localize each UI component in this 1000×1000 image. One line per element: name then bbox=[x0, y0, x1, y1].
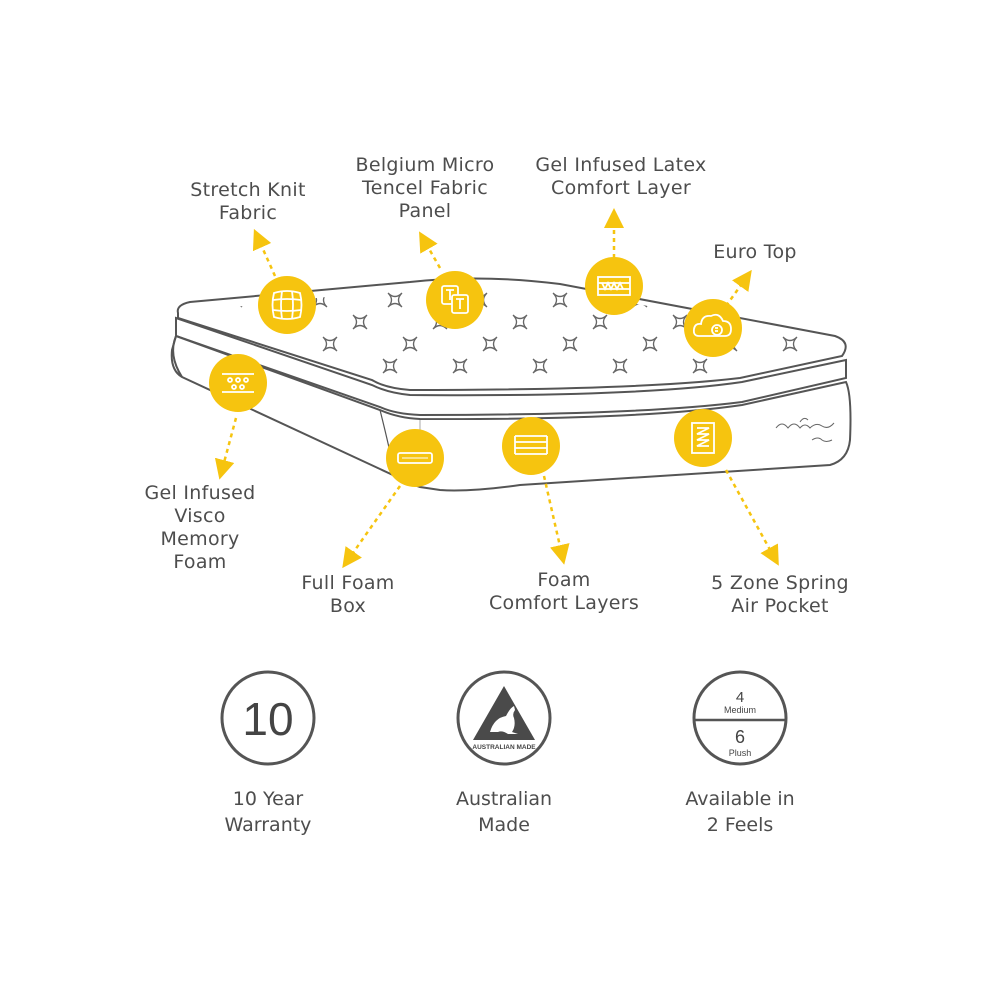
quilt-star-icon bbox=[592, 314, 608, 330]
quilt-star-icon bbox=[382, 358, 398, 374]
grid-fabric-icon bbox=[258, 276, 316, 334]
warranty-number: 10 bbox=[242, 693, 293, 745]
kangaroo-icon bbox=[490, 706, 518, 734]
quilt-star-icon bbox=[692, 358, 708, 374]
euro-cloud-icon bbox=[684, 299, 742, 357]
quilt-star-icon bbox=[532, 358, 548, 374]
spring-coil-icon bbox=[674, 409, 732, 467]
arrow-tencel bbox=[419, 231, 442, 269]
latex-layer-icon bbox=[585, 257, 643, 315]
tencel-t-icon bbox=[426, 271, 484, 329]
arrow-foam-layers bbox=[542, 475, 570, 565]
quilt-star-icon bbox=[352, 314, 368, 330]
brand-signature-icon bbox=[775, 417, 835, 442]
arrow-stretch-knit bbox=[252, 228, 277, 277]
quilt-star-icon bbox=[642, 336, 658, 352]
label-euro-top: Euro Top bbox=[713, 241, 797, 263]
euro-top-band bbox=[175, 316, 847, 417]
quilt-star-icon bbox=[452, 358, 468, 374]
quilt-star-icon bbox=[402, 336, 418, 352]
mattress-top-surface bbox=[176, 277, 847, 392]
feel-plush-label: Plush bbox=[729, 748, 752, 758]
australian-made-triangle-icon bbox=[473, 686, 535, 740]
feel-plush-number: 6 bbox=[735, 727, 745, 747]
arrow-foam-box bbox=[342, 485, 402, 569]
quilt-star-icon bbox=[482, 336, 498, 352]
feel-medium-label: Medium bbox=[724, 705, 756, 715]
arrow-euro-top bbox=[724, 269, 752, 307]
quilt-star-icon bbox=[387, 292, 403, 308]
quilt-star-icon bbox=[512, 314, 528, 330]
quilt-star-icon bbox=[612, 358, 628, 374]
arrow-zone-spring bbox=[724, 469, 779, 566]
leader-arrows bbox=[214, 208, 779, 569]
feel-medium-number: 4 bbox=[736, 689, 744, 706]
australian-made-mark-text: AUSTRALIAN MADE bbox=[472, 744, 536, 751]
australian-made-badge: AUSTRALIAN MADE bbox=[456, 670, 552, 766]
foam-box-icon bbox=[386, 429, 444, 487]
quilt-star-icon bbox=[782, 336, 798, 352]
quilt-star-icon bbox=[552, 292, 568, 308]
feels-badge: 4 Medium 6 Plush bbox=[692, 670, 788, 766]
warranty-badge: 10 bbox=[220, 670, 316, 766]
quilt-star-icon bbox=[562, 336, 578, 352]
arrow-visco bbox=[214, 417, 238, 480]
stacked-layers-icon bbox=[502, 417, 560, 475]
quilt-star-icon bbox=[322, 336, 338, 352]
visco-foam-icon bbox=[209, 354, 267, 412]
